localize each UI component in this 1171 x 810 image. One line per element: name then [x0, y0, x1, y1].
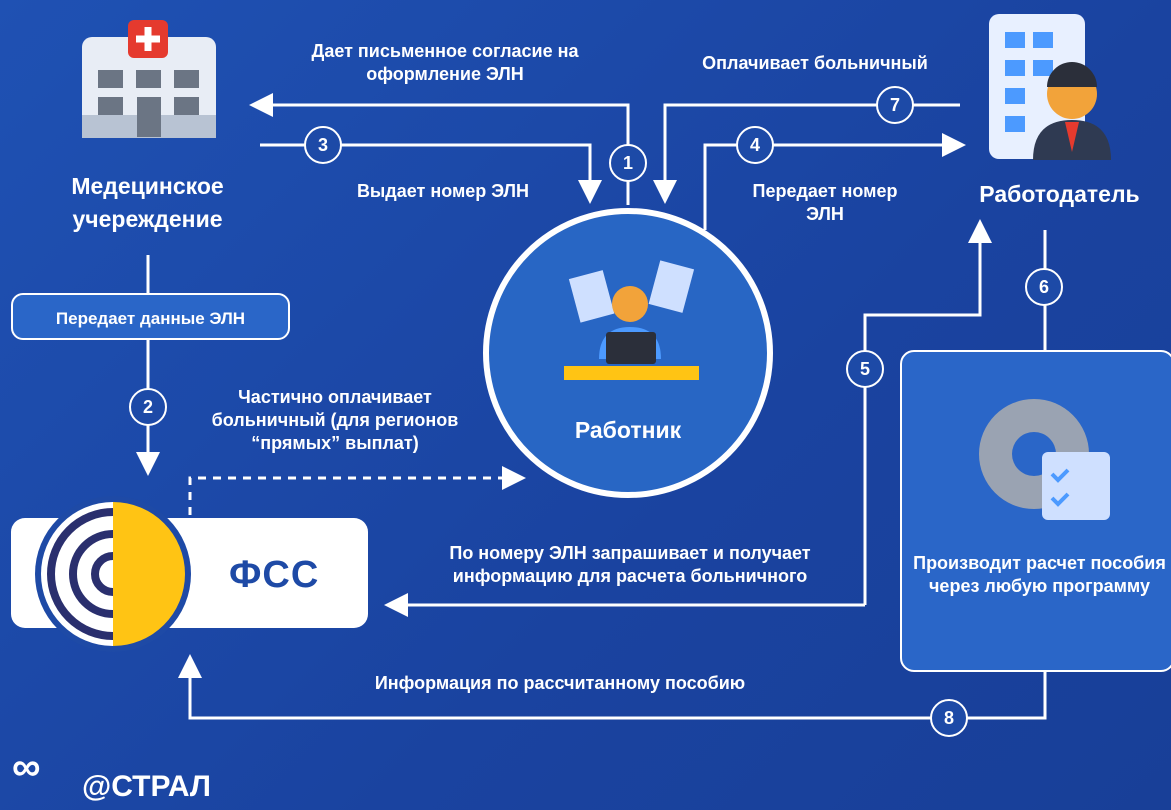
astral-logo-text: @СТРАЛ [82, 770, 211, 803]
step-2: 2 [129, 388, 167, 426]
label-request: По номеру ЭЛН запрашивает и получает инф… [449, 543, 811, 586]
employer-icon [989, 14, 1111, 160]
employer-title: Работодатель [979, 181, 1140, 207]
label-info: Информация по рассчитанному пособию [374, 673, 746, 693]
gear-icon [979, 399, 1110, 520]
label-partial: Частично оплачивает больничный (для реги… [211, 387, 459, 453]
step-8: 8 [930, 699, 968, 737]
worker-circle: Работник [483, 208, 773, 498]
hospital-title: Медецинское учереждение [71, 173, 224, 232]
astral-logo-mark: ∞ [12, 745, 41, 789]
step-7: 7 [876, 86, 914, 124]
step-4: 4 [736, 126, 774, 164]
hospital-icon [82, 20, 216, 138]
step-6: 6 [1025, 268, 1063, 306]
label-pays: Оплачивает больничный [702, 53, 928, 73]
calc-box: Производит расчет пособия через любую пр… [900, 350, 1171, 672]
label-consent: Дает письменное согласие на оформление Э… [311, 41, 579, 84]
fss-logo [35, 496, 191, 652]
step-3: 3 [304, 126, 342, 164]
label-issues: Выдает номер ЭЛН [356, 181, 530, 201]
step-1: 1 [609, 144, 647, 182]
fss-box: ФСС [11, 496, 368, 652]
label-passes: Передает номер ЭЛН [752, 181, 898, 224]
worker-title: Работник [574, 417, 682, 443]
fss-title: ФСС [229, 554, 320, 596]
calc-text: Производит расчет пособия через любую пр… [913, 553, 1166, 596]
worker-icon [564, 260, 699, 380]
step-5: 5 [846, 350, 884, 388]
pass-data-pill: Передает данные ЭЛН [11, 293, 290, 340]
